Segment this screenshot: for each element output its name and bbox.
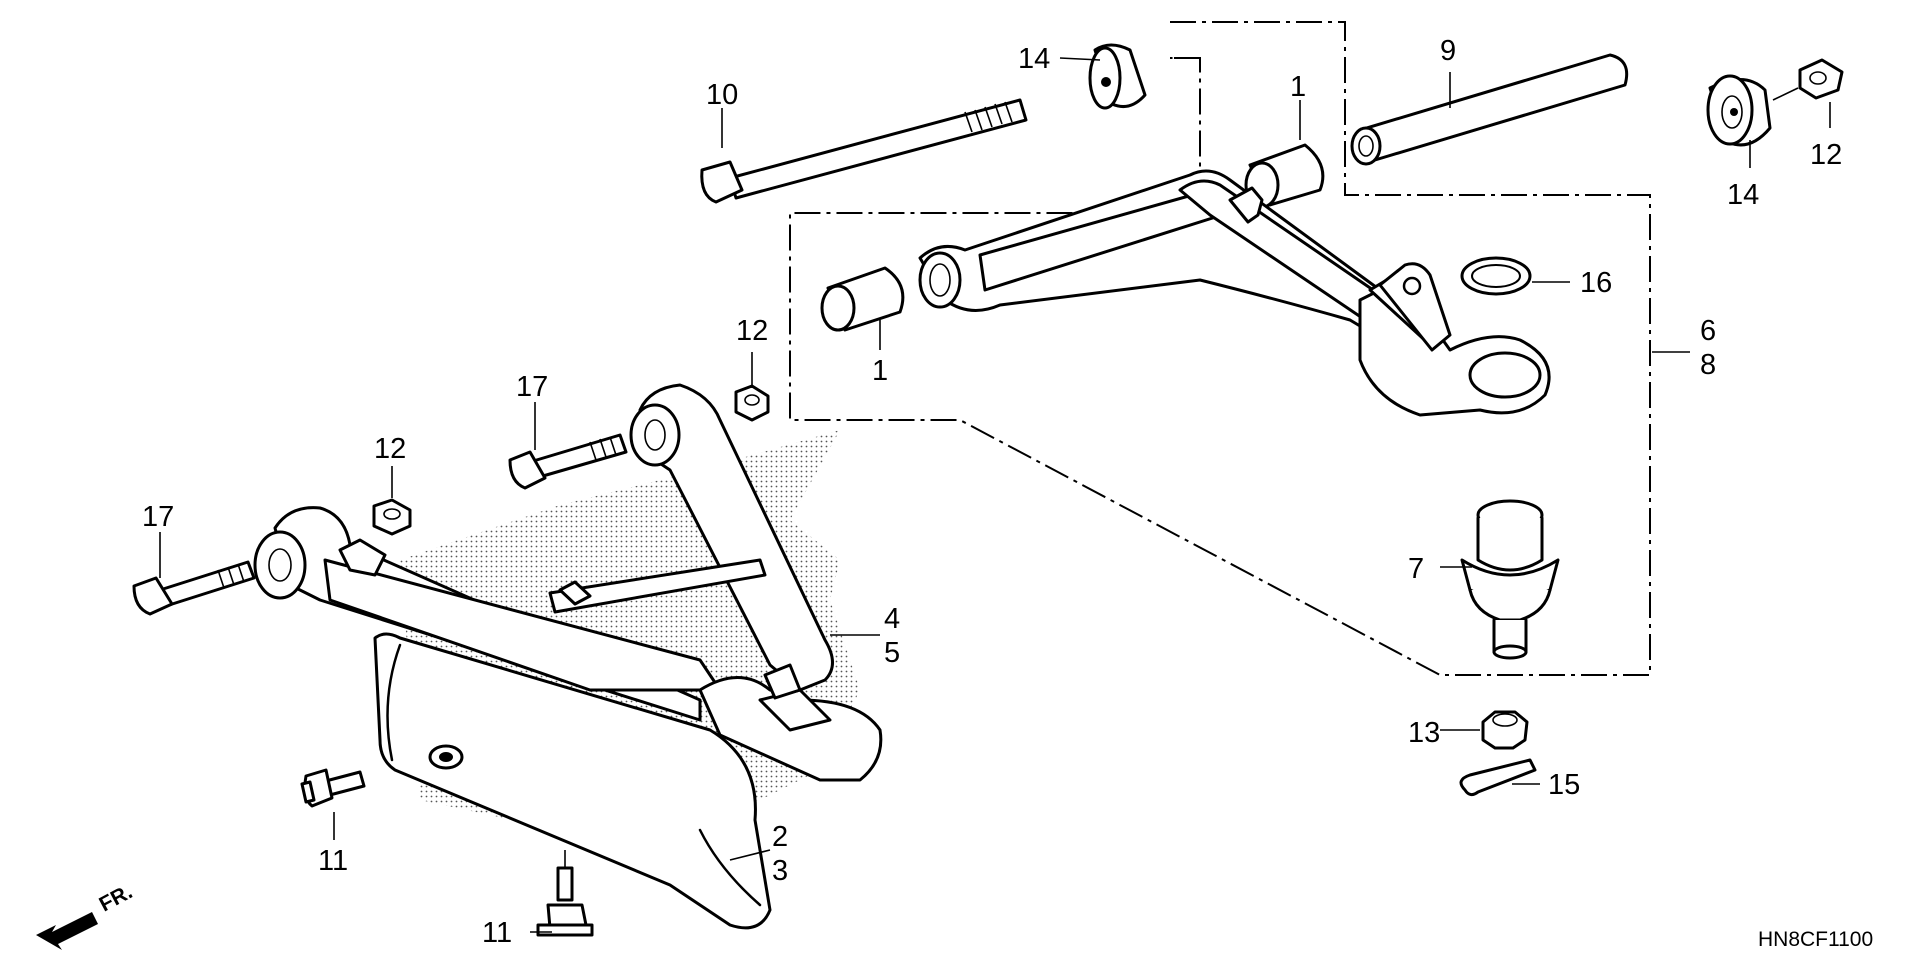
part-2-skid-plate — [373, 632, 772, 930]
part-1-collar-right — [1244, 143, 1325, 209]
callout-12-right: 12 — [1810, 139, 1842, 171]
callout-12-lower: 12 — [374, 433, 406, 465]
part-12-lower-nut — [372, 498, 412, 536]
callout-11-lower: 11 — [482, 917, 512, 949]
part-11-bolt-upper — [300, 768, 366, 808]
part-6-upper-arm — [918, 169, 1551, 417]
part-11-bolt-lower — [536, 866, 594, 937]
callout-2: 2 — [772, 821, 788, 853]
callout-14-right: 14 — [1727, 179, 1759, 211]
callout-15: 15 — [1548, 769, 1580, 801]
part-15-cotter-pin — [1459, 758, 1537, 797]
part-16-circlip — [1460, 256, 1532, 296]
callout-8: 8 — [1700, 349, 1716, 381]
callout-1-left: 1 — [872, 355, 888, 387]
callout-6: 6 — [1700, 315, 1716, 347]
callout-14-upper: 14 — [1018, 43, 1050, 75]
part-13-castle-nut — [1481, 710, 1529, 750]
callout-3: 3 — [772, 855, 788, 887]
part-7-ball-joint — [1460, 499, 1560, 660]
callout-12-middle: 12 — [736, 315, 768, 347]
callout-5: 5 — [884, 637, 900, 669]
part-9-pipe — [1350, 53, 1629, 166]
part-17-lower-bolt — [132, 560, 256, 616]
part-1-collar-left — [820, 266, 905, 332]
part-12-middle-nut — [734, 384, 770, 422]
front-direction-arrow: FR. — [36, 880, 136, 950]
callout-17-lower: 17 — [142, 501, 174, 533]
part-14-upper-washer — [1088, 43, 1147, 110]
direction-label: FR. — [96, 880, 137, 916]
callout-17-upper: 17 — [516, 371, 548, 403]
callout-11-upper: 11 — [318, 845, 348, 877]
part-10-long-bolt — [700, 98, 1028, 204]
callout-9: 9 — [1440, 35, 1456, 67]
callout-10: 10 — [706, 79, 738, 111]
part-12-right-nut — [1798, 58, 1844, 100]
callout-4: 4 — [884, 603, 900, 635]
callout-1-right: 1 — [1290, 71, 1306, 103]
callout-7: 7 — [1408, 553, 1424, 585]
callout-16: 16 — [1580, 267, 1612, 299]
callout-13: 13 — [1408, 717, 1440, 749]
leader-lines — [159, 57, 1831, 933]
part-17-upper-bolt — [508, 433, 628, 490]
callout-labels: 14 10 1 9 12 14 16 6 8 1 12 17 12 17 7 4… — [142, 35, 1842, 949]
diagram-code: HN8CF1100 — [1758, 928, 1873, 951]
part-14-right-washer — [1706, 74, 1772, 147]
part-4-lower-arm — [253, 383, 883, 782]
